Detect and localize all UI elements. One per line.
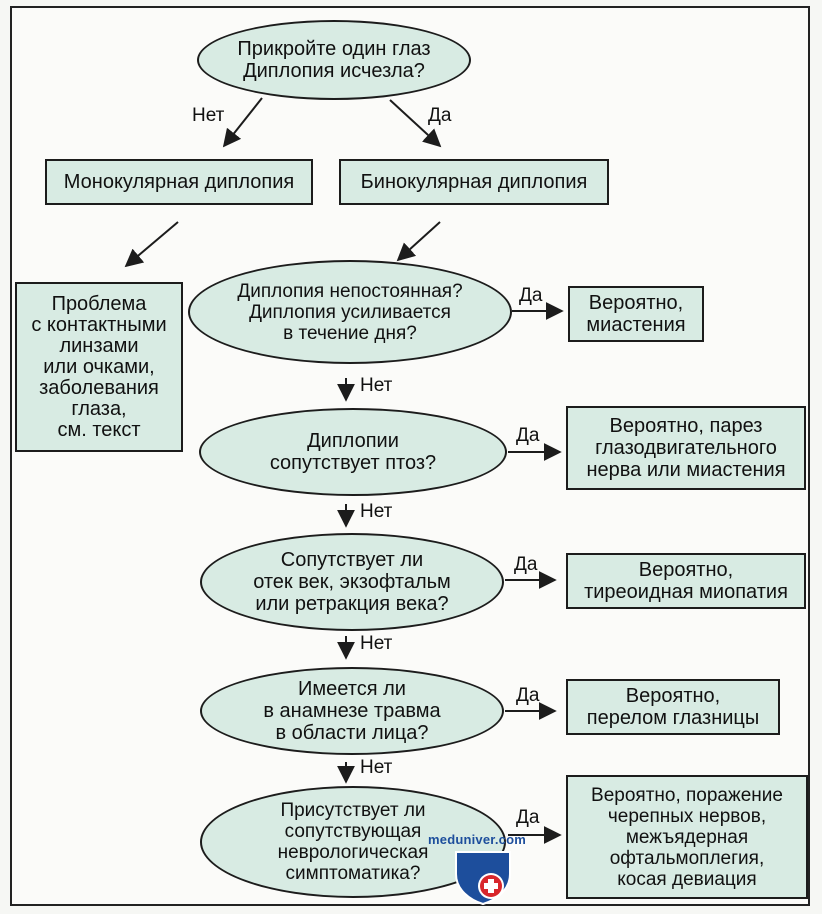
- node-text-line: Вероятно,: [625, 685, 721, 707]
- medical-shield-icon: [455, 851, 511, 906]
- node-text-line: Имеется ли: [298, 678, 406, 700]
- node-text-line: или ретракция века?: [255, 593, 449, 615]
- node-text: Вероятно,тиреоидная миопатия: [584, 559, 788, 603]
- label-yes-q3: Да: [514, 554, 538, 575]
- node-text-line: Диплопии: [307, 430, 399, 452]
- node-text-line: глаза,: [71, 397, 127, 420]
- label-no-q2: Нет: [360, 501, 393, 522]
- node-text: Диплопия непостоянная?Диплопия усиливает…: [237, 281, 462, 344]
- arrow-start-to-bino: [389, 99, 442, 148]
- node-text: Монокулярная диплопия: [64, 171, 294, 193]
- label-no-q1: Нет: [360, 375, 393, 396]
- node-text-line: офтальмоплегия,: [609, 847, 765, 869]
- node-text-line: черепных нервов,: [607, 805, 767, 827]
- node-text: Вероятно,миастения: [586, 292, 685, 336]
- result-orbital-fracture: Вероятно,перелом глазницы: [566, 679, 780, 735]
- node-text-line: или очками,: [43, 355, 155, 378]
- node-text-line: Диплопия усиливается: [249, 301, 451, 323]
- node-text-line: Вероятно,: [638, 559, 734, 581]
- node-text-line: тиреоидная миопатия: [584, 581, 788, 603]
- node-text-line: отек век, экзофтальм: [253, 571, 451, 593]
- node-text-line: Вероятно, парез: [609, 415, 763, 437]
- watermark-logo: meduniver.com: [428, 832, 538, 908]
- node-text-line: Проблема: [51, 292, 147, 315]
- node-text-line: см. текст: [57, 418, 141, 441]
- binocular-diplopia-box: Бинокулярная диплопия: [339, 159, 609, 205]
- node-text-line: с контактными: [31, 313, 167, 336]
- node-text-line: перелом глазницы: [586, 707, 760, 729]
- node-text-line: Прикройте один глаз: [237, 38, 431, 60]
- node-text-line: заболевания: [39, 376, 159, 399]
- node-text-line: Диплопия исчезла?: [243, 60, 425, 82]
- node-text-line: сопутствует птоз?: [269, 452, 437, 474]
- node-text-line: в области лица?: [275, 722, 429, 744]
- result-thyroid-myopathy: Вероятно,тиреоидная миопатия: [566, 553, 806, 609]
- node-text-line: Монокулярная диплопия: [63, 171, 295, 193]
- node-text: Бинокулярная диплопия: [361, 171, 588, 193]
- node-text-line: межъядерная: [625, 826, 749, 848]
- node-text-line: глазодвигательного: [595, 437, 777, 459]
- node-text-line: Присутствует ли: [280, 800, 426, 821]
- arrow-bino-to-q1: [396, 221, 441, 262]
- node-text-line: Вероятно,: [588, 292, 684, 314]
- node-text-line: симптоматика?: [285, 863, 421, 884]
- node-text-line: Сопутствует ли: [280, 549, 424, 571]
- node-text-line: в анамнезе травма: [263, 700, 441, 722]
- arrow-start-to-mono: [222, 97, 263, 148]
- arrow-mono-to-result: [124, 221, 179, 268]
- node-text-line: Вероятно, поражение: [591, 784, 783, 806]
- node-text: Вероятно,перелом глазницы: [587, 685, 760, 729]
- label-yes-start: Да: [428, 105, 452, 126]
- label-no-q4: Нет: [360, 757, 393, 778]
- node-text-line: в течение дня?: [283, 322, 417, 344]
- node-text-line: нерва или миастения: [586, 459, 786, 481]
- node-text-line: Диплопия непостоянная?: [237, 280, 463, 302]
- node-text-line: миастения: [586, 314, 686, 336]
- question-intermittent-diplopia: Диплопия непостоянная?Диплопия усиливает…: [188, 260, 512, 364]
- node-text-line: линзами: [59, 334, 139, 357]
- node-text-line: неврологическая: [277, 842, 429, 863]
- result-myasthenia: Вероятно,миастения: [568, 286, 704, 342]
- label-yes-q2: Да: [516, 425, 540, 446]
- node-text-line: Бинокулярная диплопия: [360, 171, 588, 193]
- watermark-text: meduniver.com: [428, 832, 526, 847]
- label-yes-q1: Да: [519, 285, 543, 306]
- monocular-diplopia-box: Монокулярная диплопия: [45, 159, 313, 205]
- label-no-q3: Нет: [360, 633, 393, 654]
- label-yes-q4: Да: [516, 685, 540, 706]
- node-text-line: сопутствующая: [284, 821, 422, 842]
- node-text-line: косая девиация: [617, 868, 757, 890]
- label-yes-q5: Да: [516, 807, 540, 828]
- label-no-start: Нет: [192, 105, 225, 126]
